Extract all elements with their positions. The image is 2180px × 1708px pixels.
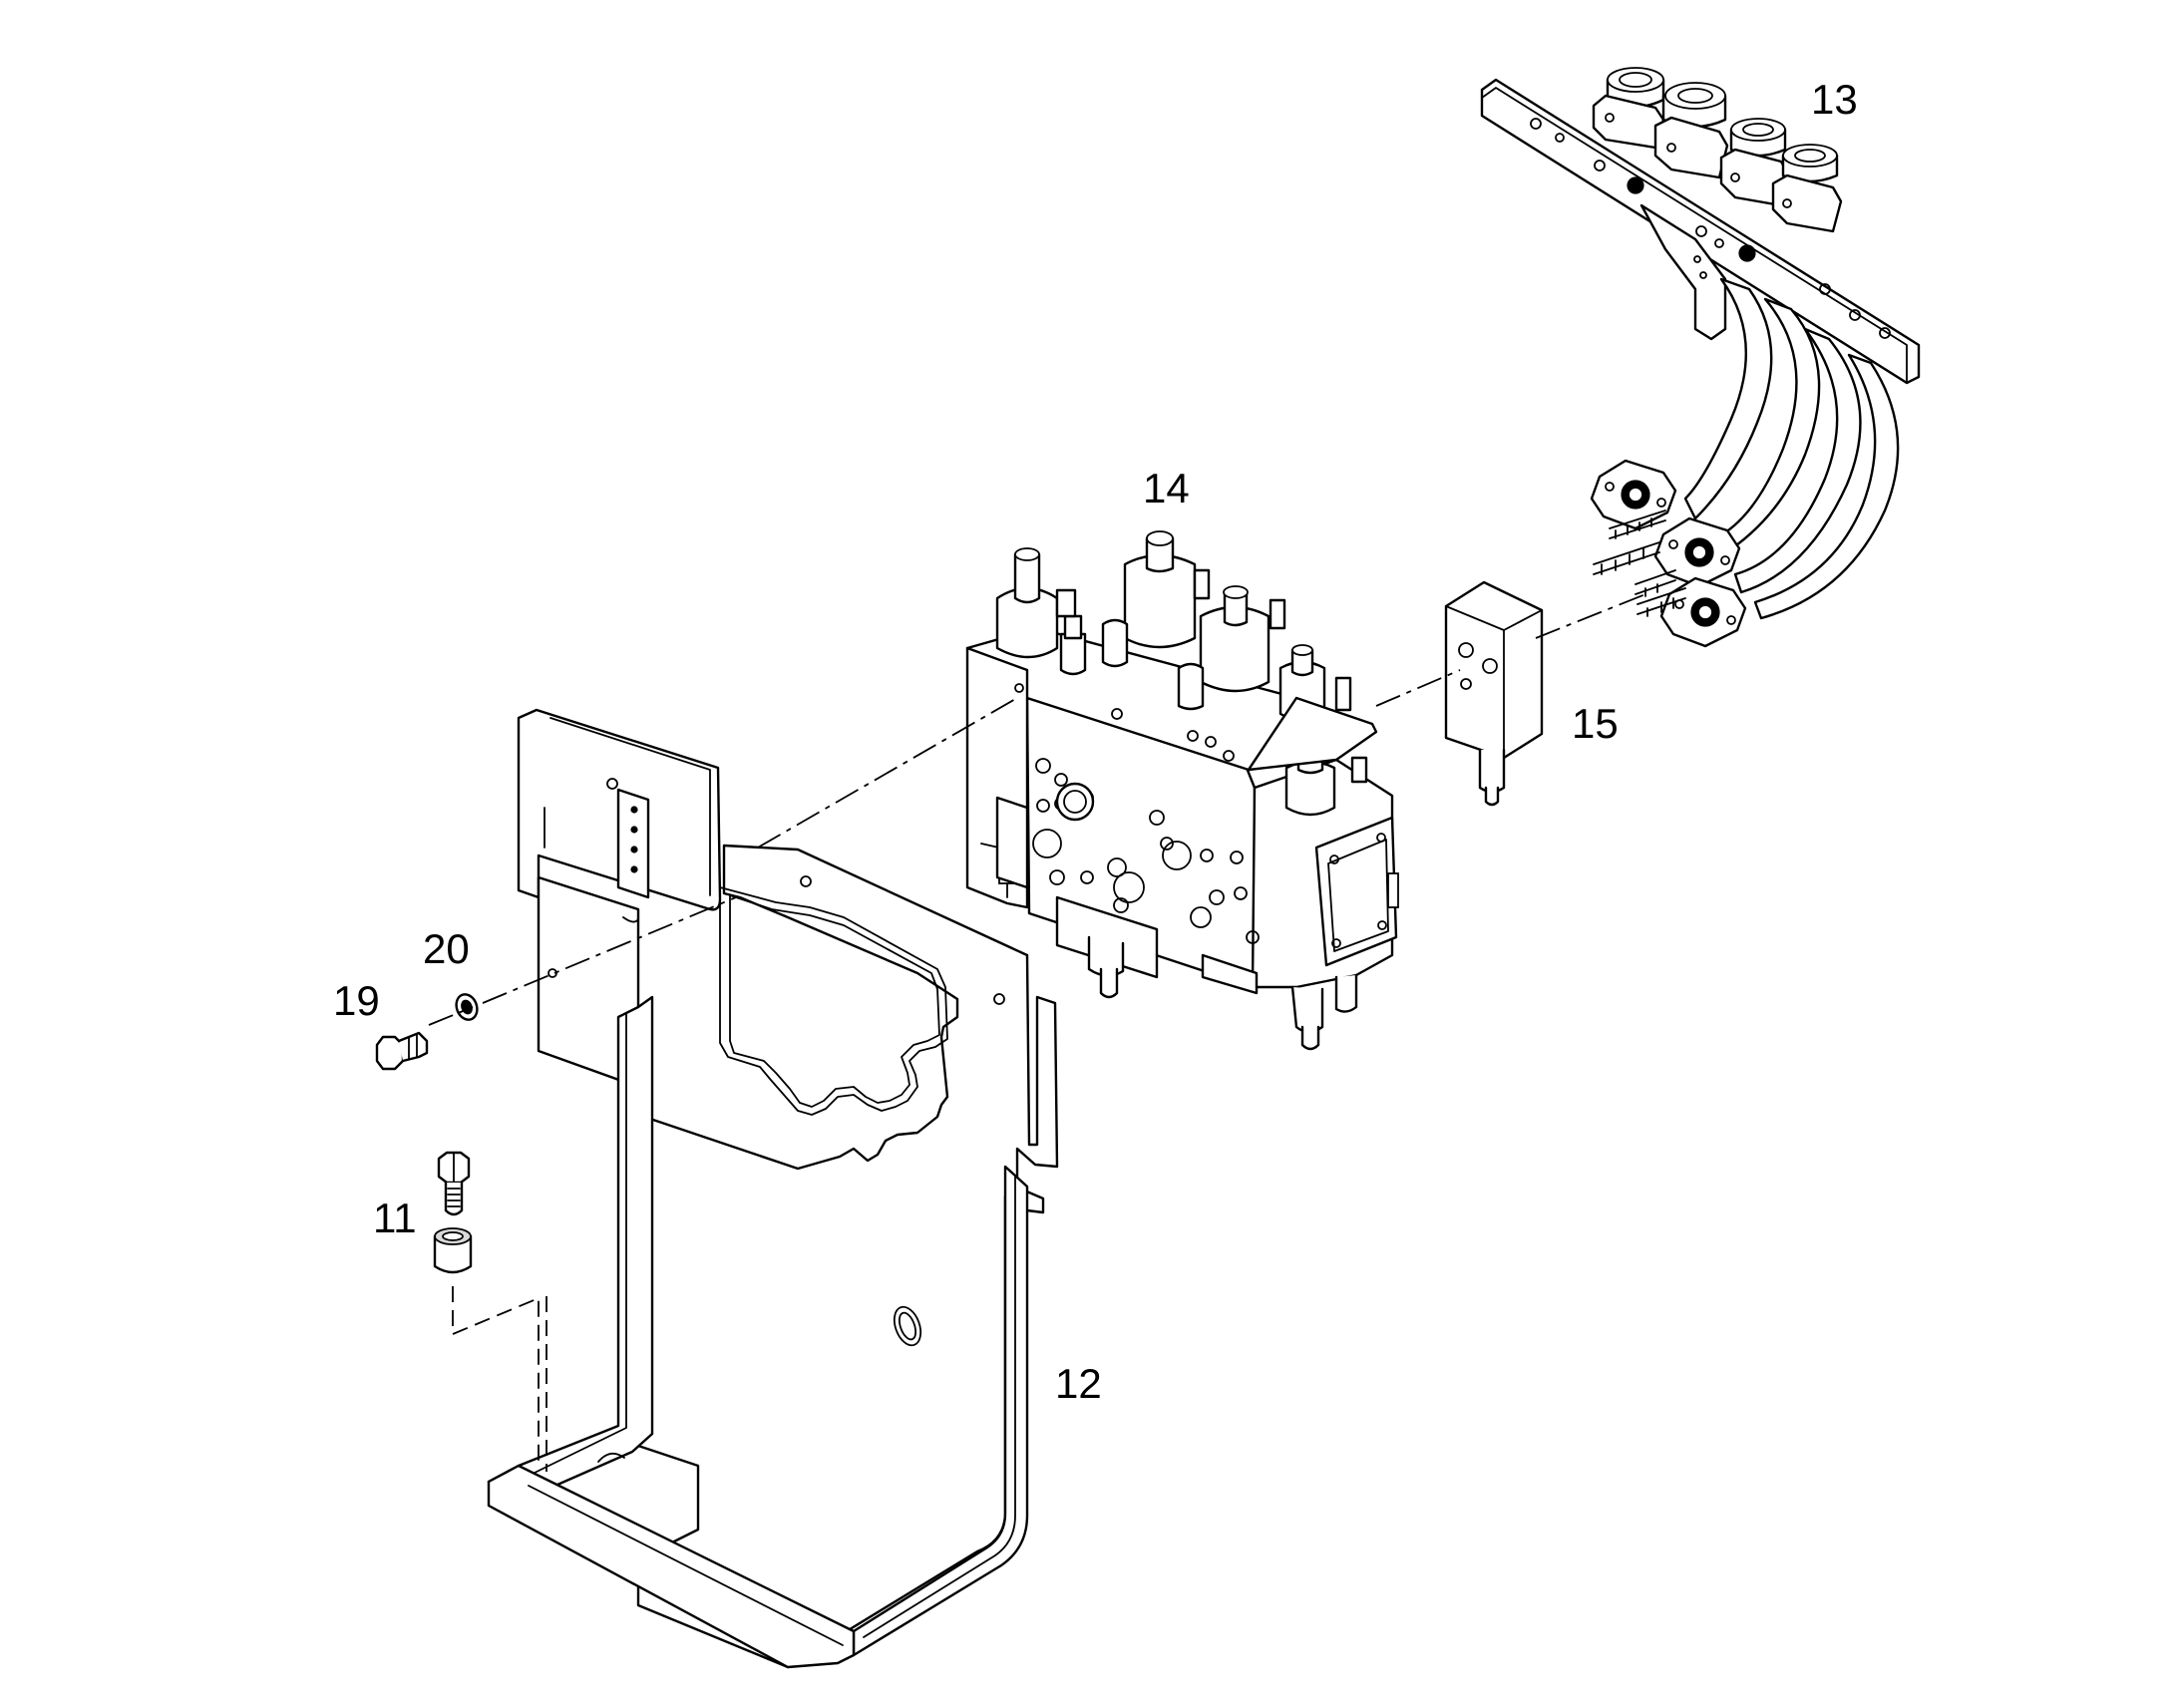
assembly-centerlines [428,593,1646,1472]
pipe-assembly-part-13 [1480,67,1921,648]
part-callouts: 13 14 15 20 19 11 12 [333,76,1858,1407]
washer-part-20 [455,993,479,1021]
bolt-part-19 [375,1031,429,1071]
callout-20: 20 [423,925,470,972]
manifold-block-part-15 [1444,580,1544,807]
callout-15: 15 [1572,700,1619,747]
callout-12: 12 [1055,1360,1102,1407]
bolt-part-11 [433,1151,473,1274]
callout-11: 11 [373,1195,417,1241]
flange-bolts [1593,510,1686,617]
callout-19: 19 [333,977,380,1024]
mounting-bracket-part-12 [487,708,1059,1669]
callout-13: 13 [1811,76,1858,123]
control-valve-part-14 [965,530,1399,1051]
callout-14: 14 [1143,465,1190,512]
